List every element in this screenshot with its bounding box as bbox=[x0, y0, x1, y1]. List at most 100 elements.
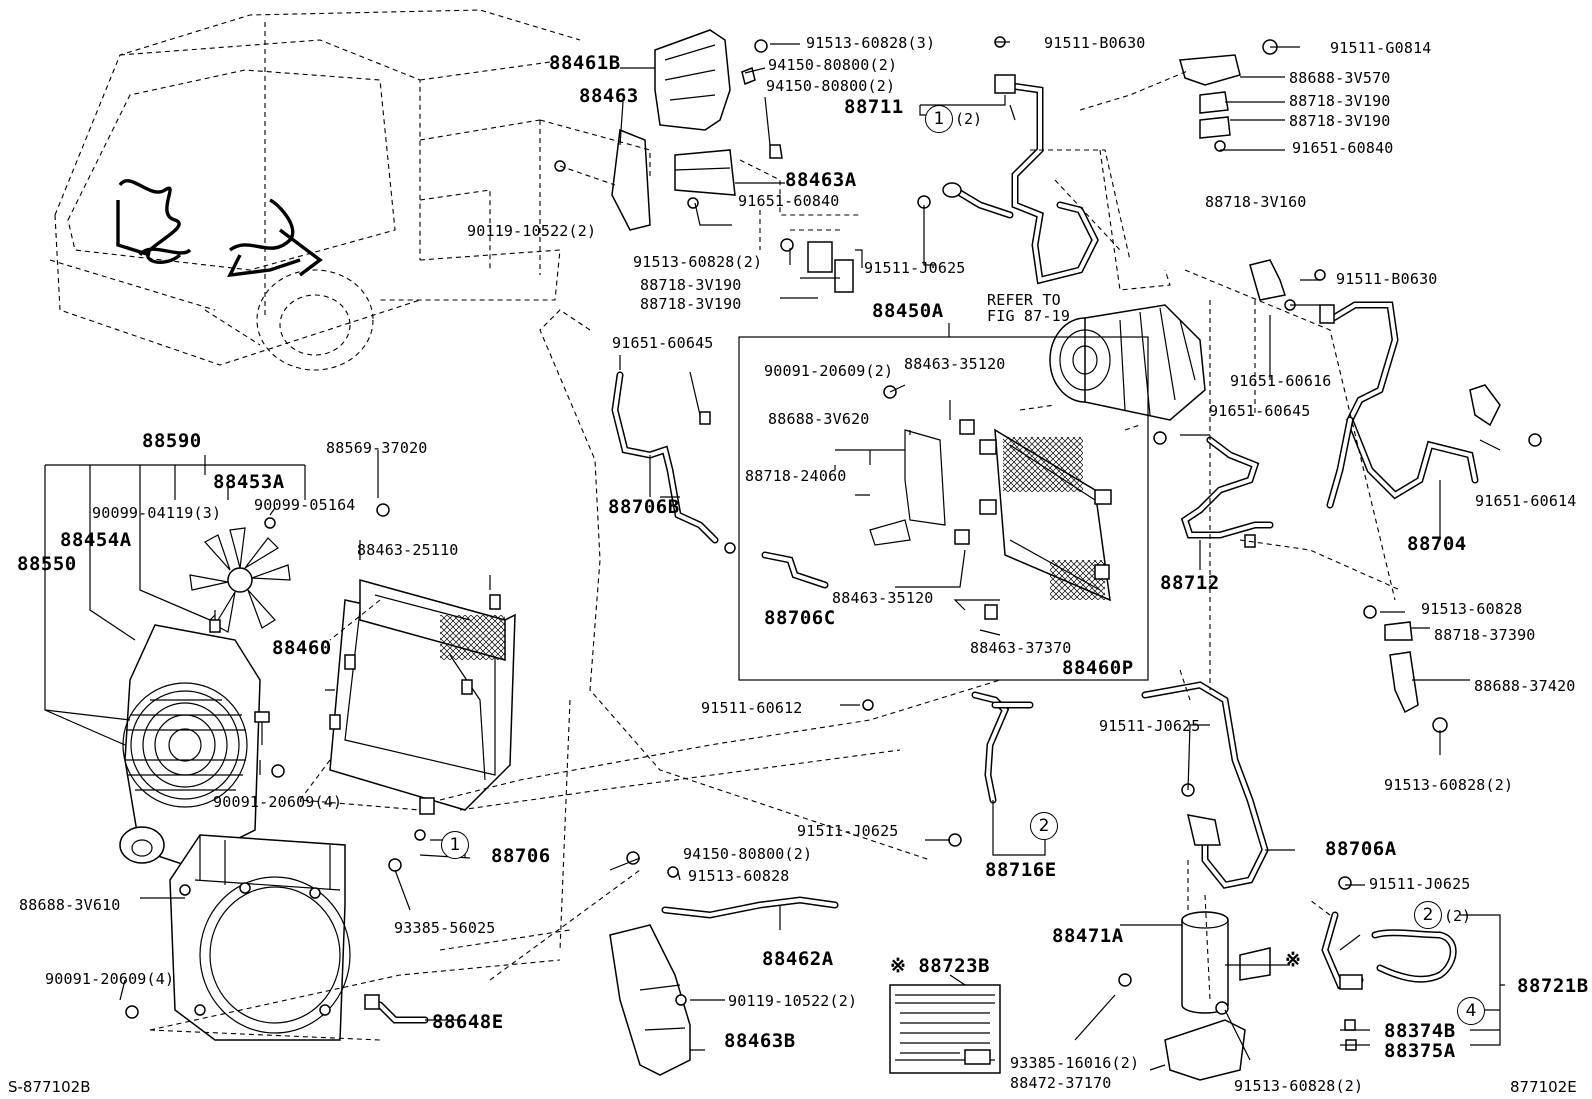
shroud-frame-drawing bbox=[169, 834, 429, 1041]
callout-1-top: 1 bbox=[925, 105, 953, 133]
bolt-91651-60840b: 91651-60840 bbox=[738, 192, 840, 210]
bolt-91511-J0625b: 91511-J0625 bbox=[1099, 717, 1201, 735]
harness-88721B-drawing bbox=[1321, 876, 1457, 1051]
label-88463A: 88463A bbox=[785, 169, 857, 191]
label-88706C: 88706C bbox=[764, 607, 836, 629]
dashed-relation-lines bbox=[149, 69, 1401, 1041]
callout-qty-top: (2) bbox=[955, 110, 983, 128]
label-88723B: ※ 88723B bbox=[890, 955, 990, 977]
footer-right-code: 877102E bbox=[1510, 1078, 1577, 1096]
bolt-91513-60828-3: 91513-60828(3) bbox=[806, 34, 936, 52]
cushion-88463-35120b: 88463-35120 bbox=[832, 589, 934, 607]
callout-2-middle: 2 bbox=[1030, 812, 1058, 840]
top-right-clamps-drawing bbox=[1179, 39, 1278, 152]
nut-90099-04119-3: 90099-04119(3) bbox=[92, 504, 222, 522]
bracket-88463B-drawing bbox=[609, 851, 839, 1076]
hose-88706A-drawing bbox=[1141, 681, 1269, 889]
label-88460P: 88460P bbox=[1062, 657, 1134, 679]
callout-2-right: 2 bbox=[1414, 901, 1442, 929]
nut-90099-05164: 90099-05164 bbox=[254, 496, 356, 514]
label-88590: 88590 bbox=[142, 430, 202, 452]
label-plate-88723B bbox=[889, 984, 1001, 1074]
hose-88704-drawing bbox=[1249, 259, 1542, 509]
hose-88711-drawing bbox=[942, 74, 1099, 285]
clip-93385-56025: 93385-56025 bbox=[394, 919, 496, 937]
bolt-91511-G0814: 91511-G0814 bbox=[1330, 39, 1432, 57]
nut-94150-80800-2b: 94150-80800(2) bbox=[766, 77, 896, 95]
bolt-91513-60828-2b: 91513-60828(2) bbox=[1384, 776, 1514, 794]
bolt-91511-60612: 91511-60612 bbox=[701, 699, 803, 717]
label-88454A: 88454A bbox=[60, 529, 132, 551]
fan-blades bbox=[189, 527, 291, 633]
clamp-88718-24060: 88718-24060 bbox=[745, 467, 847, 485]
clamp-88718-3V190b: 88718-3V190 bbox=[1289, 112, 1391, 130]
callout-1-left: 1 bbox=[441, 831, 469, 859]
bracket-88461B-drawing bbox=[611, 29, 736, 231]
label-88374B: 88374B bbox=[1384, 1020, 1456, 1042]
label-88648E: 88648E bbox=[432, 1011, 504, 1033]
label-88550: 88550 bbox=[17, 553, 77, 575]
footer-left-code: S-877102B bbox=[8, 1078, 91, 1096]
nut-94150-80800-2c: 94150-80800(2) bbox=[683, 845, 813, 863]
clip-93385-16016-2: 93385-16016(2) bbox=[1010, 1054, 1140, 1072]
asterisk-marker: ※ bbox=[1285, 949, 1302, 971]
condenser-88460-drawing bbox=[329, 575, 516, 815]
label-88706B: 88706B bbox=[608, 496, 680, 518]
label-88450A: 88450A bbox=[872, 300, 944, 322]
label-88375A: 88375A bbox=[1384, 1040, 1456, 1062]
bolt-91651-60614: 91651-60614 bbox=[1475, 492, 1577, 510]
cushion-88463-35120a: 88463-35120 bbox=[904, 355, 1006, 373]
clamp-88718-3V160: 88718-3V160 bbox=[1205, 193, 1307, 211]
bolt-90119-10522-2b: 90119-10522(2) bbox=[728, 992, 858, 1010]
right-bracket-drawing bbox=[1363, 605, 1448, 733]
label-88460: 88460 bbox=[272, 637, 332, 659]
bolt-91511-B0630b: 91511-B0630 bbox=[1336, 270, 1438, 288]
bolt-90091-20609-4b: 90091-20609(4) bbox=[45, 970, 175, 988]
label-88462A: 88462A bbox=[762, 948, 834, 970]
nut-94150-80800-2a: 94150-80800(2) bbox=[768, 56, 898, 74]
truck-cab-drawing bbox=[49, 9, 581, 371]
label-88712: 88712 bbox=[1160, 572, 1220, 594]
bolt-91651-60645a: 91651-60645 bbox=[1209, 402, 1311, 420]
cushion-88463-37370: 88463-37370 bbox=[970, 639, 1072, 657]
bolt-91513-60828a: 91513-60828 bbox=[1421, 600, 1523, 618]
bolt-91651-60840a: 91651-60840 bbox=[1292, 139, 1394, 157]
bracket-88688-37420: 88688-37420 bbox=[1474, 677, 1576, 695]
callout-4-right: 4 bbox=[1457, 997, 1485, 1025]
part-88463-25110: 88463-25110 bbox=[357, 541, 459, 559]
hose-88716E-drawing bbox=[948, 691, 1034, 847]
receiver-dryer-drawing bbox=[1118, 911, 1271, 1081]
label-88706A: 88706A bbox=[1325, 838, 1397, 860]
label-88721B: 88721B bbox=[1517, 975, 1589, 997]
label-88471A: 88471A bbox=[1052, 925, 1124, 947]
bolt-91651-60616: 91651-60616 bbox=[1230, 372, 1332, 390]
refer-line-1: REFER TO bbox=[987, 291, 1061, 309]
compressor-drawing bbox=[1049, 304, 1206, 421]
bracket-88688-3V620: 88688-3V620 bbox=[768, 410, 870, 428]
bolt-91511-J0625a: 91511-J0625 bbox=[864, 259, 966, 277]
callout-qty-right: (2) bbox=[1444, 907, 1472, 925]
part-88569-37020: 88569-37020 bbox=[326, 439, 428, 457]
bolt-90091-20609-4a: 90091-20609(4) bbox=[213, 793, 343, 811]
clamp-88718-3V190d: 88718-3V190 bbox=[640, 295, 742, 313]
bracket-88688-3V570: 88688-3V570 bbox=[1289, 69, 1391, 87]
fan-assembly-drawing bbox=[44, 464, 306, 866]
label-88463: 88463 bbox=[579, 85, 639, 107]
bolt-90119-10522-2a: 90119-10522(2) bbox=[467, 222, 597, 240]
clamp-88718-3V190a: 88718-3V190 bbox=[1289, 92, 1391, 110]
label-88463B: 88463B bbox=[724, 1030, 796, 1052]
label-88711: 88711 bbox=[844, 96, 904, 118]
bolt-90091-20609-2: 90091-20609(2) bbox=[764, 362, 894, 380]
bolt-91511-J0625d: 91511-J0625 bbox=[1369, 875, 1471, 893]
hose-88706B-drawing bbox=[611, 371, 736, 554]
label-88706: 88706 bbox=[491, 845, 551, 867]
bolt-91511-J0625c: 91511-J0625 bbox=[797, 822, 899, 840]
label-88453A: 88453A bbox=[213, 471, 285, 493]
label-88716E: 88716E bbox=[985, 859, 1057, 881]
bolt-91513-60828-2c: 91513-60828(2) bbox=[1234, 1077, 1364, 1095]
refer-line-2: FIG 87-19 bbox=[987, 307, 1071, 325]
bolt-91651-60645b: 91651-60645 bbox=[612, 334, 714, 352]
hose-88712-drawing bbox=[1180, 436, 1274, 548]
bolt-91513-60828b: 91513-60828 bbox=[688, 867, 790, 885]
